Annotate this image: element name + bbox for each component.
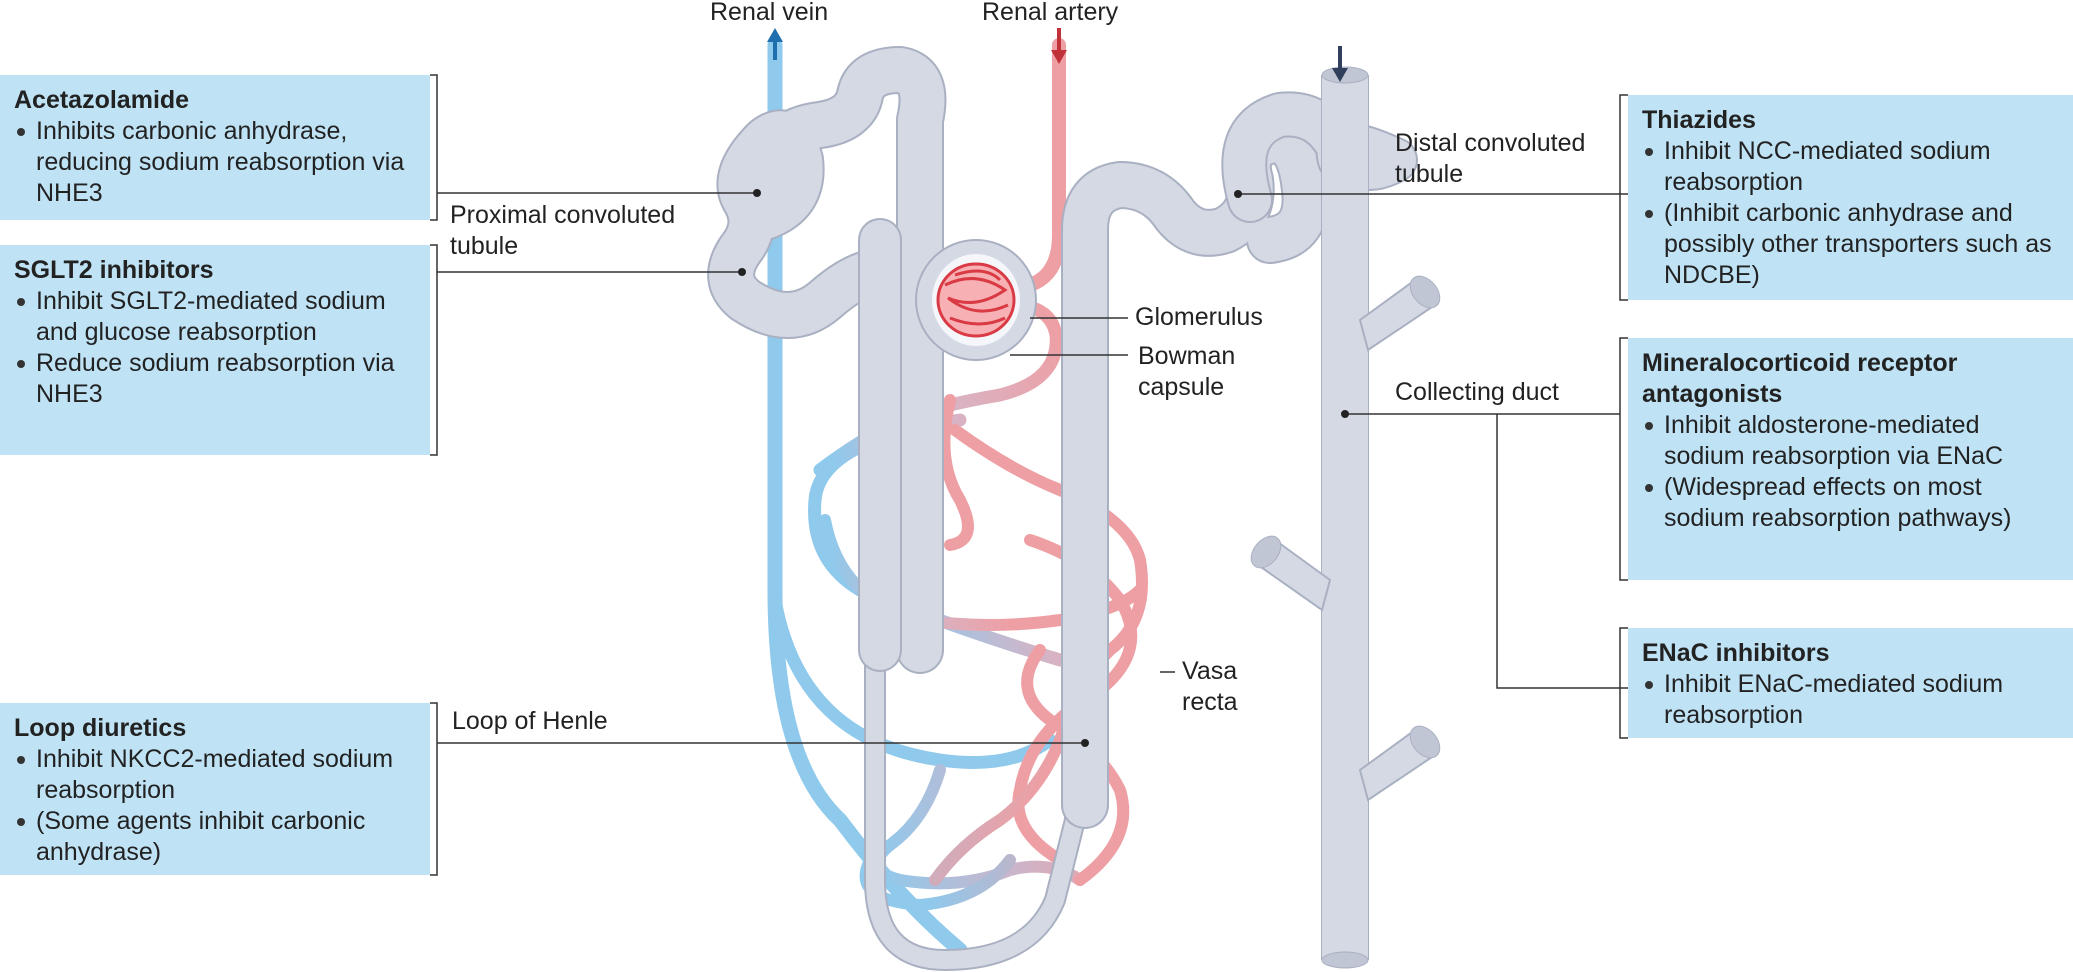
bullet-item: Inhibit ENaC-mediated sodium reabsorptio… <box>1642 669 2059 731</box>
enac-inhibitors-box: ENaC inhibitors Inhibit ENaC-mediated so… <box>1628 628 2073 738</box>
mra-box: Mineralocorticoid receptor antagonists I… <box>1628 338 2073 580</box>
artery-arrow-icon <box>1051 28 1067 64</box>
bullet-item: Inhibit NKCC2-mediated sodium reabsorpti… <box>14 744 416 806</box>
bullet-item: (Inhibit carbonic anhydrase and possibly… <box>1642 198 2059 291</box>
bullet-item: Inhibit NCC-mediated sodium reabsorption <box>1642 136 2059 198</box>
enac-title: ENaC inhibitors <box>1642 639 1830 667</box>
loop-of-henle-label: Loop of Henle <box>452 707 608 735</box>
acetazolamide-title: Acetazolamide <box>14 86 190 114</box>
renal-vein-label: Renal vein <box>710 0 829 26</box>
bullet-item: Reduce sodium reabsorption via NHE3 <box>14 348 416 410</box>
acetazolamide-box: Acetazolamide Inhibits carbonic anhydras… <box>0 75 430 220</box>
sglt2-inhibitors-box: SGLT2 inhibitors Inhibit SGLT2-mediated … <box>0 245 430 455</box>
glomerulus-label: Glomerulus <box>1135 303 1263 331</box>
renal-artery-label: Renal artery <box>982 0 1119 26</box>
bullet-item: Inhibit aldosterone-mediated sodium reab… <box>1642 410 2059 472</box>
bullet-item: Inhibit SGLT2-mediated sodium and glucos… <box>14 286 416 348</box>
sglt2-title: SGLT2 inhibitors <box>14 256 214 284</box>
loop-title: Loop diuretics <box>14 714 187 742</box>
thiazides-box: Thiazides Inhibit NCC-mediated sodium re… <box>1628 95 2073 300</box>
collecting-duct-label: Collecting duct <box>1395 378 1559 406</box>
glomerulus <box>936 262 1016 338</box>
vein-arrow-icon <box>767 28 783 60</box>
thiazides-title: Thiazides <box>1642 106 1756 134</box>
collecting-duct <box>1250 66 1441 969</box>
duct-arrow-icon <box>1332 46 1348 82</box>
leader-dots <box>738 189 1349 747</box>
bullet-item: Inhibits carbonic anhydrase, reducing so… <box>14 116 416 209</box>
loop-diuretics-box: Loop diuretics Inhibit NKCC2-mediated so… <box>0 703 430 875</box>
leader-lines <box>430 74 1628 876</box>
bullet-item: (Widespread effects on most sodium reabs… <box>1642 472 2059 534</box>
mra-title: Mineralocorticoid receptor antagonists <box>1642 349 1958 408</box>
bullet-item: (Some agents inhibit carbonic anhydrase) <box>14 806 416 868</box>
